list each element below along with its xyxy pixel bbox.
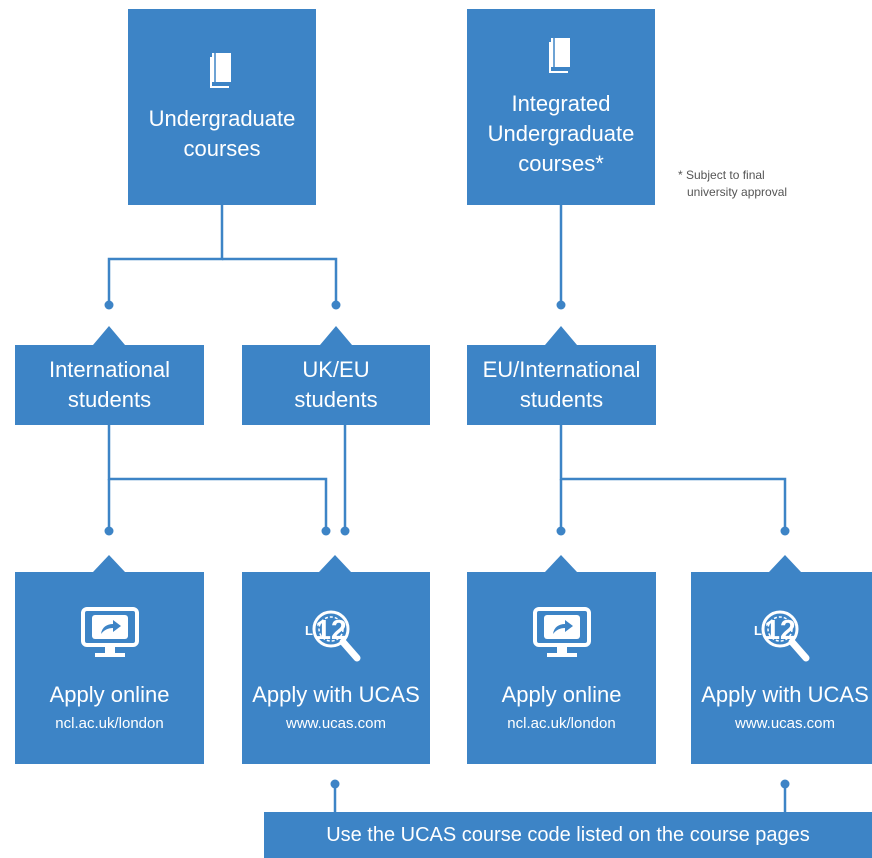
integrated-title-line3: courses* [518,150,604,176]
ukeu-students-box: UK/EU students [242,345,430,425]
apply-ucas-box: L 12 Apply with UCAS www.ucas.com [242,572,430,764]
apply-online-url[interactable]: ncl.ac.uk/london [55,714,164,732]
ucas-code-text: Use the UCAS course code listed on the c… [326,824,810,846]
svg-text:L: L [754,623,762,638]
monitor-share-icon [531,603,593,670]
integrated-title-line1: Integrated [511,90,611,116]
apply-online-box: Apply online ncl.ac.uk/london [15,572,204,764]
integrated-courses-box: Integrated Undergraduate courses* [467,9,655,205]
connector-undergrad-ukeu [222,257,338,305]
apply-ucas-box: L 12 Apply with UCAS www.ucas.com [691,572,872,764]
svg-text:L: L [305,623,313,638]
apply-online-title: Apply online [501,681,622,707]
apply-ucas-title: Apply with UCAS [701,681,869,707]
connector-undergrad-international [107,205,224,305]
ukeu-line2: students [294,387,378,412]
book-icon [207,51,237,94]
apply-ucas-url[interactable]: www.ucas.com [734,714,836,732]
apply-ucas-url[interactable]: www.ucas.com [285,714,387,732]
apply-online-title: Apply online [49,681,170,707]
eu-international-students-box: EU/International students [467,345,656,425]
eu-international-line1: EU/International [482,357,641,382]
connector-international-bottom [107,425,328,530]
integrated-title-line2: Undergraduate [487,120,635,146]
ucas-magnifier-icon: L 12 [748,603,822,670]
apply-online-url[interactable]: ncl.ac.uk/london [507,714,616,732]
undergraduate-courses-box: Undergraduate courses [128,9,316,205]
ukeu-line1: UK/EU [302,357,370,382]
connector-eu-bottom [559,425,787,530]
footnote-line1: * Subject to final [678,168,765,182]
international-line2: students [67,387,152,412]
undergraduate-title-line1: Undergraduate [148,105,296,131]
international-students-box: International students [15,345,204,425]
book-icon [546,36,576,79]
ucas-magnifier-icon: L 12 [299,603,373,670]
apply-ucas-title: Apply with UCAS [252,681,420,707]
undergraduate-title-line2: courses [183,135,261,161]
eu-international-line2: students [519,387,604,412]
apply-online-box: Apply online ncl.ac.uk/london [467,572,656,764]
ucas-code-banner: Use the UCAS course code listed on the c… [264,812,872,858]
approval-footnote: * Subject to final university approval [678,167,787,201]
monitor-share-icon [79,603,141,670]
international-line1: International [48,357,171,382]
footnote-line2: university approval [687,185,788,199]
